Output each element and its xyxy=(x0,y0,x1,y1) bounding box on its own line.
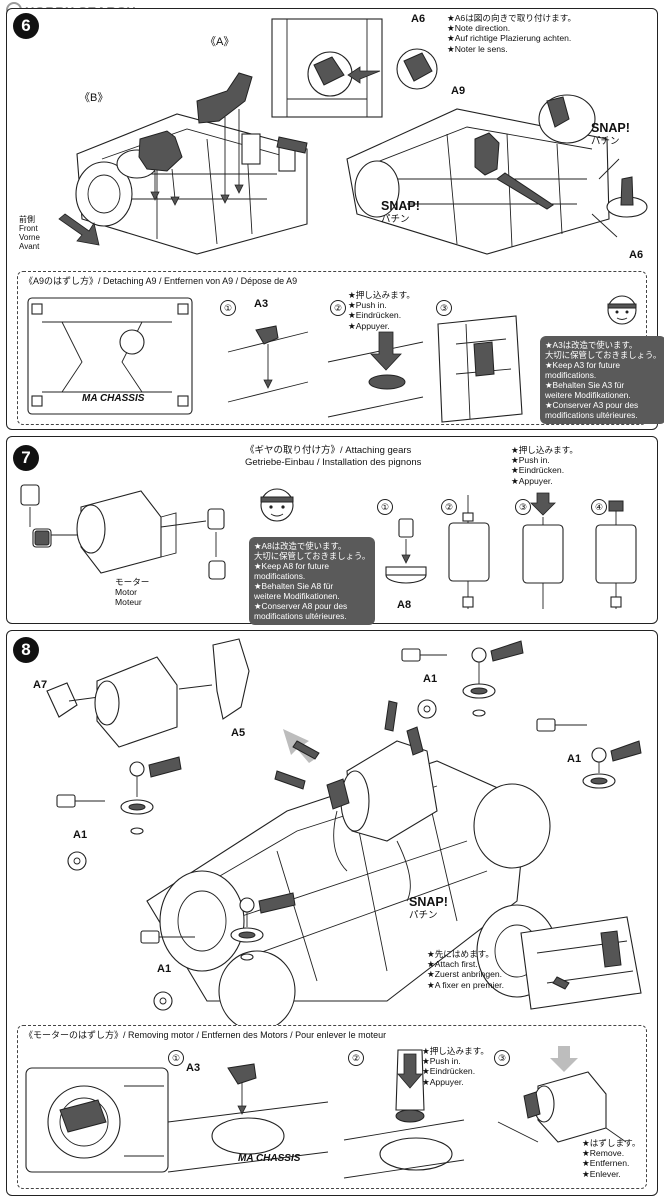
a6-top-label: A6 xyxy=(411,13,426,25)
a3-tool-illustration xyxy=(227,325,309,403)
substep-2-number: ② xyxy=(441,499,457,515)
chassis-closeup-illustration xyxy=(25,1067,169,1173)
chassis-logo-text: MA CHASSIS xyxy=(82,393,145,404)
motor-exploded-illustration xyxy=(20,484,226,580)
a7-label: A7 xyxy=(33,679,48,691)
attach-first-note: ★先にはめます。★Attach first.★Zuerst anbringen.… xyxy=(427,949,504,990)
motor-removed-illustration xyxy=(497,1046,627,1143)
detaching-a9-title: 《A9のはずし方》/ Detaching A9 / Entfernen von … xyxy=(24,276,298,286)
substep-1-number: ① xyxy=(377,499,393,515)
detaching-a9-subpanel: 《A9のはずし方》/ Detaching A9 / Entfernen von … xyxy=(17,271,664,425)
a3-label: A3 xyxy=(186,1062,201,1074)
motor-bracket-exploded-illustration xyxy=(46,638,250,748)
push-in-illustration xyxy=(327,331,424,418)
a5-label: A5 xyxy=(231,727,246,739)
push-in-note: ★押し込みます。★Push in.★Eindrücken.★Appuyer. xyxy=(422,1046,490,1087)
chassis-installed-illustration xyxy=(346,94,648,255)
substep-4-number: ④ xyxy=(591,499,607,515)
mascot-icon xyxy=(260,488,294,522)
keep-a8-note: ★A8は改造で使います。大切に保管しておきましょう。★Keep A8 for f… xyxy=(249,537,376,625)
roller-right-illustration xyxy=(536,718,642,789)
snap-label: SNAP!パチン xyxy=(409,895,448,921)
step-8-panel: 8 A7 A5 xyxy=(6,630,658,1196)
part-a-label: 《A》 xyxy=(205,36,235,48)
a8-tool-illustration xyxy=(385,518,427,584)
push-in-note: ★押し込みます。★Push in.★Eindrücken.★Appuyer. xyxy=(348,290,416,331)
a6-bottom-label: A6 xyxy=(629,249,644,261)
roller-bottom-illustration xyxy=(140,892,296,1011)
substep-3-number: ③ xyxy=(436,300,452,316)
a8-label: A8 xyxy=(397,599,412,611)
chassis-top-view-illustration xyxy=(27,297,193,415)
removing-motor-title: 《モーターのはずし方》/ Removing motor / Entfernen … xyxy=(24,1030,387,1040)
remove-note: ★はずします。★Remove.★Entfernen.★Enlever. xyxy=(582,1138,641,1179)
a1-left-label: A1 xyxy=(73,829,88,841)
step-number: 6 xyxy=(13,13,39,39)
removing-motor-subpanel: 《モーターのはずし方》/ Removing motor / Entfernen … xyxy=(17,1025,647,1189)
a3-label: A3 xyxy=(254,298,269,310)
a1-bottom-label: A1 xyxy=(157,963,172,975)
substep-2-number: ② xyxy=(330,300,346,316)
a9-removed-illustration xyxy=(437,315,523,423)
roller-left-illustration xyxy=(56,756,182,871)
substep-3-number: ③ xyxy=(515,499,531,515)
step-number: 7 xyxy=(13,445,39,471)
substep-3-number: ③ xyxy=(494,1050,510,1066)
a6-inset-illustration xyxy=(271,18,438,118)
attach-first-inset-illustration xyxy=(520,916,642,1010)
snap-left-label: SNAP!パチン xyxy=(381,199,420,225)
push-in-note: ★押し込みます。★Push in.★Eindrücken.★Appuyer. xyxy=(511,445,579,486)
keep-a3-note: ★A3は改造で使います。大切に保管しておきましょう。★Keep A3 for f… xyxy=(540,336,664,424)
substep-1-number: ① xyxy=(220,300,236,316)
part-b-label: 《B》 xyxy=(79,92,109,104)
push-in-illustration xyxy=(343,1049,465,1179)
snap-right-label: SNAP!パチン xyxy=(591,121,630,147)
chassis-assembly-illustration xyxy=(58,72,308,255)
a1-top-label: A1 xyxy=(423,673,438,685)
chassis-logo-text: MA CHASSIS xyxy=(238,1153,301,1164)
a1-right-label: A1 xyxy=(567,753,582,765)
roller-top-illustration xyxy=(401,640,524,719)
a9-label: A9 xyxy=(451,85,466,97)
substep-1-number: ① xyxy=(168,1050,184,1066)
mascot-icon xyxy=(607,295,637,325)
a6-direction-note: ★A6は図の向きで取り付けます。★Note direction.★Auf ric… xyxy=(447,13,577,54)
step-number: 8 xyxy=(13,637,39,663)
gear-press-sequence-illustration xyxy=(448,492,637,609)
a3-tool-illustration xyxy=(167,1063,329,1173)
substep-2-number: ② xyxy=(348,1050,364,1066)
